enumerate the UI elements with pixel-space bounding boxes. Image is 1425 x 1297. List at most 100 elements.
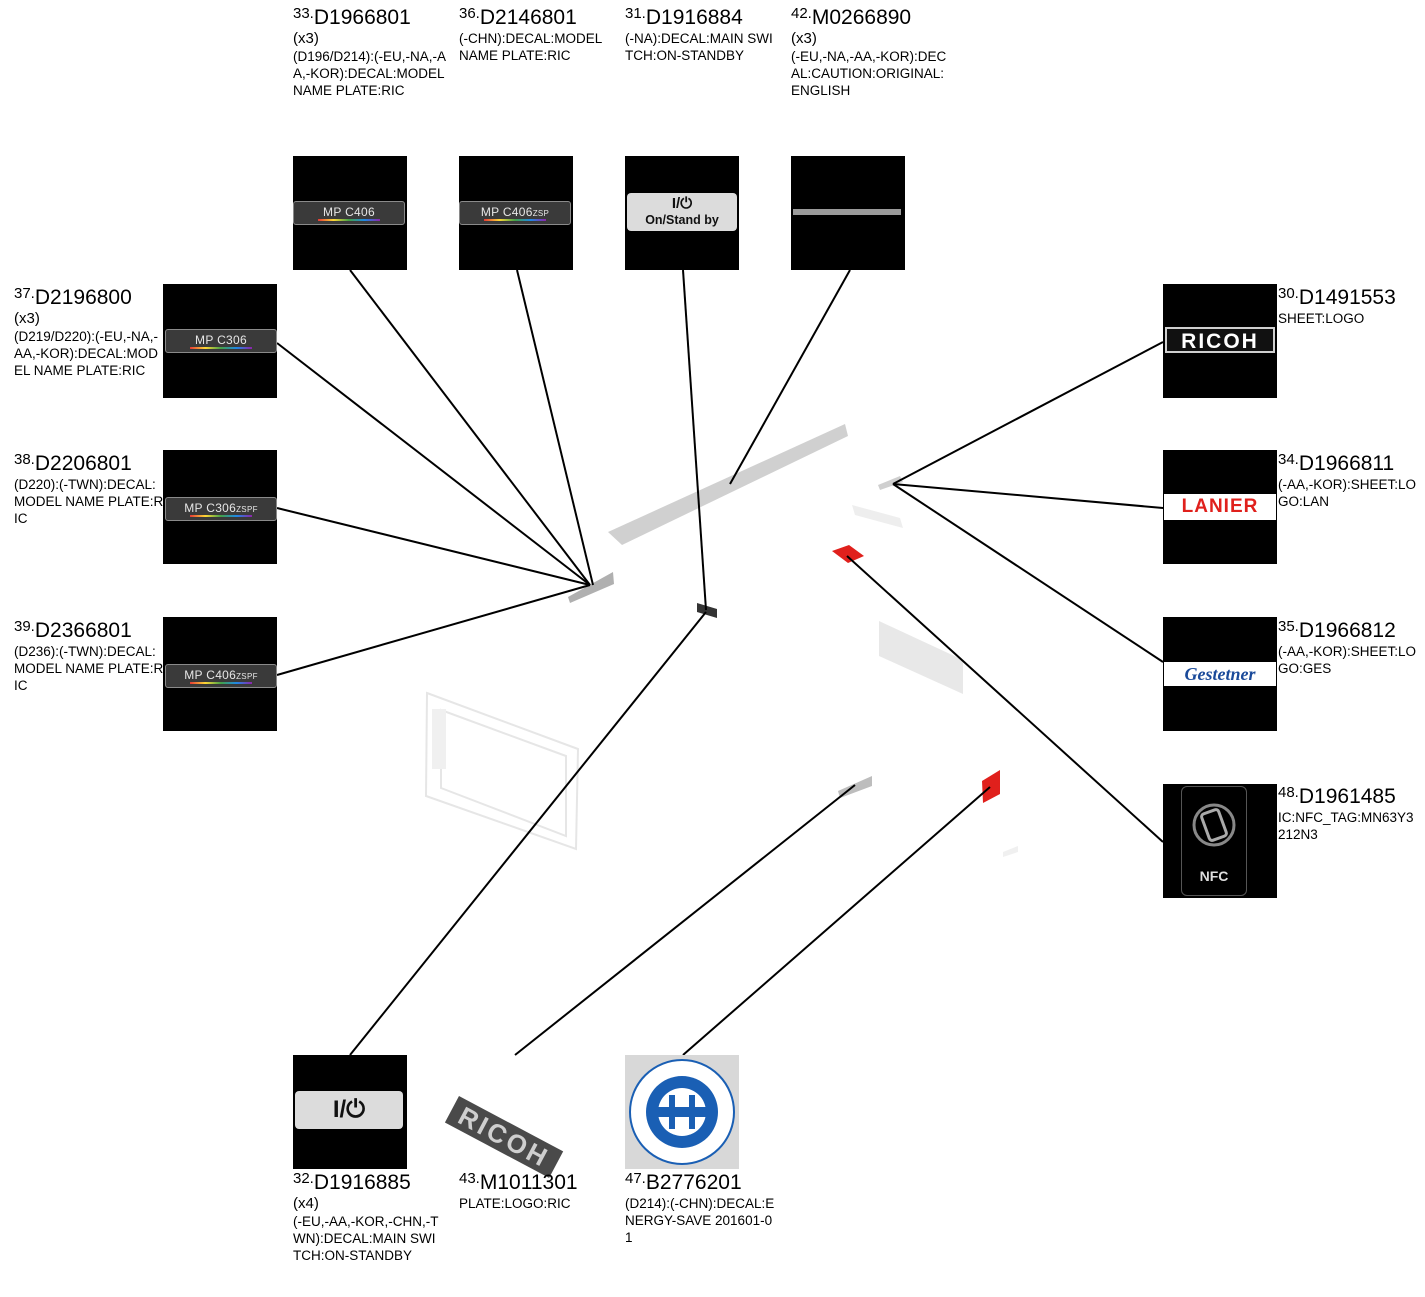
callout-39: 39.D2366801 (D236):(-TWN):DECAL:MODEL NA… <box>14 619 164 694</box>
part-desc: (-CHN):DECAL:MODEL NAME PLATE:RIC <box>459 31 602 63</box>
part-desc: (-EU,-AA,-KOR,-CHN,-TWN):DECAL:MAIN SWIT… <box>293 1214 439 1263</box>
part-desc: (D196/D214):(-EU,-NA,-AA,-KOR):DECAL:MOD… <box>293 49 447 98</box>
part-desc: (-NA):DECAL:MAIN SWITCH:ON-STANDBY <box>625 31 773 63</box>
thumb-model-plate-37: MP C306 <box>163 284 277 398</box>
plate-suffix: ZSPF <box>236 505 258 514</box>
leader-48 <box>846 555 1164 843</box>
leader-31 <box>682 269 707 611</box>
callout-30: 30.D1491553 SHEET:LOGO <box>1278 286 1422 327</box>
long-caution-strip <box>608 424 848 545</box>
switch-symbol: I/⏻ <box>671 195 693 212</box>
part-number: 38.D2206801 <box>14 451 132 476</box>
part-desc: (D214):(-CHN):DECAL:ENERGY-SAVE 201601-0… <box>625 1196 775 1245</box>
thumb-gestetner-logo-35: Gestetner <box>1163 617 1277 731</box>
phone-icon <box>1192 803 1236 847</box>
thumb-nfc-48: NFC <box>1163 784 1277 898</box>
thumb-ricoh-logo-30: RICOH <box>1163 284 1277 398</box>
part-number: 47.B2776201 <box>625 1170 742 1195</box>
part-code: D2146801 <box>479 6 577 29</box>
part-code: D1916884 <box>645 6 743 29</box>
gestetner-logo: Gestetner <box>1164 662 1276 686</box>
callout-36: 36.D2146801 (-CHN):DECAL:MODEL NAME PLAT… <box>459 6 609 64</box>
part-qty: (x3) <box>293 30 319 47</box>
part-desc: IC:NFC_TAG:MN63Y3212N3 <box>1278 810 1414 842</box>
thumb-model-plate-36: MP C406ZSP <box>459 156 573 270</box>
part-number: 34.D1966811 <box>1278 451 1395 476</box>
part-desc: (D220):(-TWN):DECAL:MODEL NAME PLATE:RIC <box>14 477 164 526</box>
logo-sheet-part-2 <box>852 505 903 528</box>
model-plate-graphic: MP C306 <box>165 329 277 353</box>
assembly-parts <box>424 424 1018 857</box>
part-code: M0266890 <box>811 6 912 29</box>
callout-32: 32.D1916885 (x4) (-EU,-AA,-KOR,-CHN,-TWN… <box>293 1171 443 1264</box>
part-code: D2366801 <box>34 619 132 642</box>
part-qty: (x3) <box>14 310 40 327</box>
callout-48: 48.D1961485 IC:NFC_TAG:MN63Y3212N3 <box>1278 785 1418 843</box>
part-number: 42.M0266890 <box>791 5 912 30</box>
nfc-tag-part <box>832 545 864 563</box>
part-qty: (x3) <box>791 30 817 47</box>
part-code: M1011301 <box>479 1171 578 1194</box>
part-number: 35.D1966812 <box>1278 618 1396 643</box>
thumb-switch-32: I/⏻ <box>293 1055 407 1169</box>
thumb-model-plate-33: MP C406 <box>293 156 407 270</box>
leader-33 <box>349 269 591 586</box>
leader-30 <box>892 341 1164 485</box>
part-code: D2206801 <box>34 452 132 475</box>
leader-39 <box>276 584 591 676</box>
leader-32 <box>349 611 707 1056</box>
callout-33: 33.D1966801 (x3) (D196/D214):(-EU,-NA,-A… <box>293 6 453 99</box>
part-qty: (x4) <box>293 1195 319 1212</box>
thumb-model-plate-39: MP C406ZSPF <box>163 617 277 731</box>
part-code: D1966801 <box>313 6 411 29</box>
callout-34: 34.D1966811 (-AA,-KOR):SHEET:LOGO:LAN <box>1278 452 1422 510</box>
part-number: 37.D2196800 <box>14 285 132 310</box>
model-plate-part <box>568 572 614 603</box>
callout-38: 38.D2206801 (D220):(-TWN):DECAL:MODEL NA… <box>14 452 164 527</box>
part-code: D1961485 <box>1298 785 1396 808</box>
model-plate-graphic: MP C306ZSPF <box>165 497 277 521</box>
callout-42: 42.M0266890 (x3) (-EU,-NA,-AA,-KOR):DECA… <box>791 6 951 99</box>
small-part <box>1003 846 1018 857</box>
thumb-lanier-logo-34: LANIER <box>1163 450 1277 564</box>
switch-label: On/Stand by <box>645 213 719 227</box>
part-desc: (-AA,-KOR):SHEET:LOGO:GES <box>1278 644 1417 676</box>
part-number: 33.D1966801 <box>293 5 411 30</box>
plate-suffix: ZSPF <box>236 672 258 681</box>
model-plate-graphic: MP C406ZSPF <box>165 664 277 688</box>
nfc-card: NFC <box>1181 786 1247 896</box>
model-plate-graphic: MP C406ZSP <box>459 201 571 225</box>
callout-47: 47.B2776201 (D214):(-CHN):DECAL:ENERGY-S… <box>625 1171 775 1246</box>
control-panel-frame <box>424 691 580 851</box>
switch-decal-graphic: I/⏻ On/Stand by <box>627 193 737 231</box>
nfc-label: NFC <box>1199 868 1229 884</box>
plate-text: MP C306 <box>195 333 247 347</box>
plate-text: MP C406 <box>184 668 237 682</box>
logo-sheet-part <box>878 476 903 490</box>
plate-text: MP C406 <box>323 205 375 219</box>
callout-35: 35.D1966812 (-AA,-KOR):SHEET:LOGO:GES <box>1278 619 1422 677</box>
callout-37: 37.D2196800 (x3) (D219/D220):(-EU,-NA,-A… <box>14 286 164 379</box>
panel-part <box>879 621 963 694</box>
part-code: B2776201 <box>645 1171 742 1194</box>
part-number: 48.D1961485 <box>1278 784 1396 809</box>
part-number: 30.D1491553 <box>1278 285 1396 310</box>
thumb-caution-42 <box>791 156 905 270</box>
energy-certification-seal <box>629 1059 735 1165</box>
part-desc: SHEET:LOGO <box>1278 311 1365 326</box>
part-code: D2196800 <box>34 286 132 309</box>
leader-37 <box>276 342 591 586</box>
leader-42 <box>729 269 851 485</box>
plate-text: MP C406 <box>480 205 533 219</box>
plate-text: MP C306 <box>184 501 237 515</box>
switch-decal-part <box>697 603 717 618</box>
leader-lines <box>276 269 1164 1056</box>
leader-43 <box>514 784 856 1056</box>
part-desc: (-EU,-NA,-AA,-KOR):DECAL:CAUTION:ORIGINA… <box>791 49 947 98</box>
leader-38 <box>276 507 591 586</box>
part-desc: (D219/D220):(-EU,-NA,-AA,-KOR):DECAL:MOD… <box>14 329 159 378</box>
part-code: D1916885 <box>313 1171 411 1194</box>
thumb-model-plate-38: MP C306ZSPF <box>163 450 277 564</box>
